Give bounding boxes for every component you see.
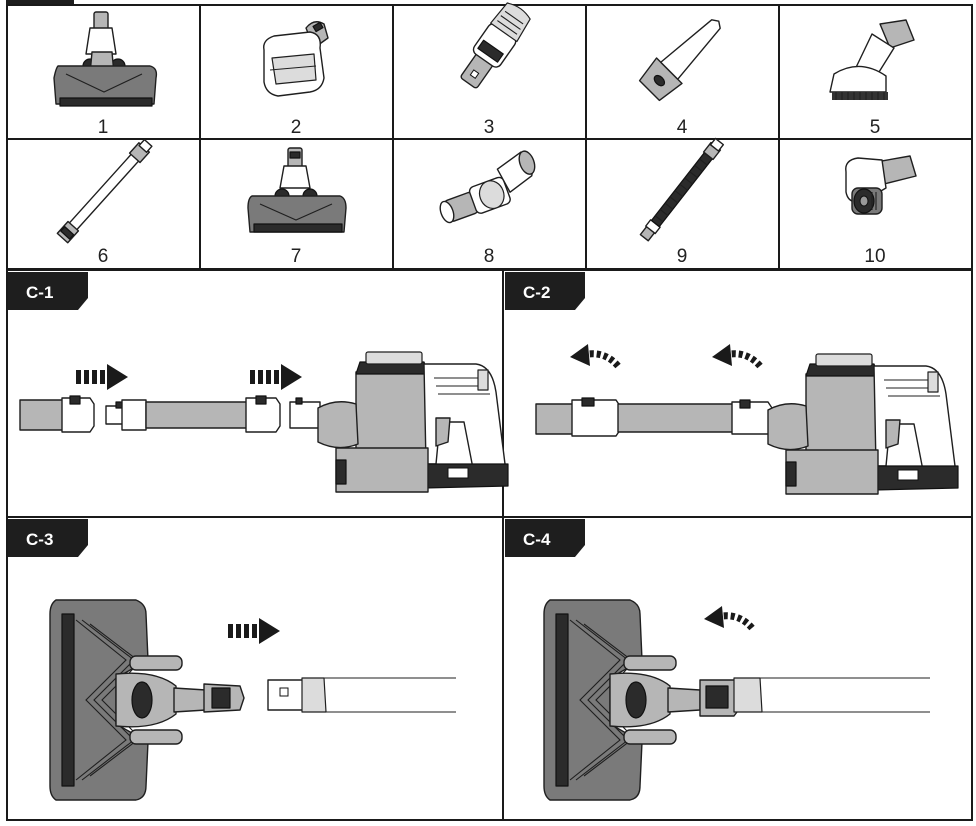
part-number-4: 4 bbox=[677, 117, 688, 138]
part-number-5: 5 bbox=[870, 117, 881, 138]
part-number-10: 10 bbox=[864, 246, 885, 267]
top-tab bbox=[6, 0, 74, 6]
extension-wand-icon bbox=[56, 138, 153, 244]
step-tab-c4: C-4 bbox=[505, 519, 585, 557]
angle-adapter-icon bbox=[439, 150, 536, 224]
connect-wand-to-vacuum-icon bbox=[19, 351, 509, 493]
steps-grid bbox=[6, 269, 973, 821]
part-number-6: 6 bbox=[98, 246, 109, 267]
part-number-3: 3 bbox=[484, 117, 495, 138]
part-number-1: 1 bbox=[98, 117, 109, 138]
step-label-c1: C-1 bbox=[26, 283, 53, 302]
part-number-9: 9 bbox=[677, 246, 688, 267]
crevice-tool-icon bbox=[638, 19, 721, 102]
part-number-8: 8 bbox=[484, 246, 495, 267]
brush-nozzle-icon bbox=[460, 2, 531, 89]
floor-brush-head-icon bbox=[53, 11, 158, 107]
step-label-c4: C-4 bbox=[523, 530, 551, 549]
carpet-brush-head-icon bbox=[247, 147, 347, 233]
part-number-2: 2 bbox=[291, 117, 302, 138]
step-tab-c1: C-1 bbox=[8, 272, 88, 310]
roller-brush-tool-icon bbox=[845, 155, 917, 215]
part-number-7: 7 bbox=[291, 246, 302, 267]
attach-floor-head-icon bbox=[49, 599, 456, 801]
lock-floor-head-icon bbox=[543, 599, 930, 801]
flexible-hose-icon bbox=[639, 137, 725, 242]
step-label-c2: C-2 bbox=[523, 283, 550, 302]
step-label-c3: C-3 bbox=[26, 530, 53, 549]
mini-turbo-brush-icon bbox=[263, 21, 329, 97]
lock-wand-into-vacuum-icon bbox=[535, 344, 959, 495]
step-tab-c3: C-3 bbox=[8, 519, 88, 557]
parts-grid bbox=[6, 4, 973, 270]
wide-bristle-brush-icon bbox=[829, 19, 915, 100]
step-tab-c2: C-2 bbox=[505, 272, 585, 310]
